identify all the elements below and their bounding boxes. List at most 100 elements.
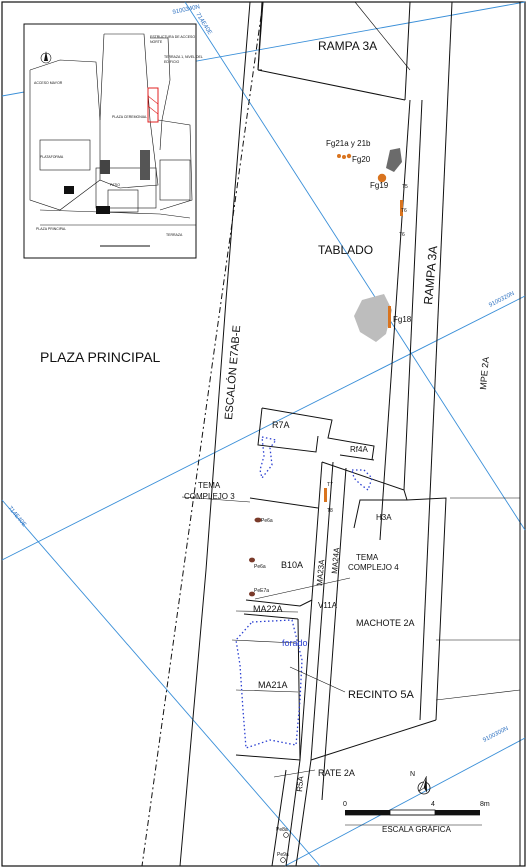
- scale-bar: [345, 809, 480, 816]
- north-label: N: [410, 771, 415, 778]
- label-fg18: Fg18: [393, 315, 412, 324]
- wall-r5a-mid: [285, 759, 301, 867]
- wall-ma23a-inner: [310, 461, 334, 761]
- label-b10a: B10A: [281, 560, 303, 570]
- inset-frame: [23, 23, 197, 259]
- inset-terraza: [150, 37, 171, 151]
- ma22a-line: [235, 610, 299, 613]
- label-rf4a: Rf4A: [350, 445, 368, 454]
- inset-label-4: EDIFICIO: [164, 60, 179, 64]
- wall-mpe-west: [419, 1, 453, 721]
- wall-ma24a-east: [321, 467, 347, 801]
- feature-fg21a: [337, 154, 341, 158]
- inset-west-outline: [29, 70, 101, 211]
- wall-r5a-west: [271, 769, 287, 867]
- leader-rate: [273, 769, 316, 778]
- feature-fg18: [388, 306, 391, 328]
- label-tablado: TABLADO: [318, 243, 373, 257]
- label-mpe: MPE 2A: [478, 356, 491, 390]
- inset-highlight-hatch-2: [147, 105, 159, 115]
- wall-machote-bottom: [310, 719, 437, 761]
- label-pe9a: Pe9a: [277, 852, 289, 858]
- label-rate: RATE 2A: [318, 768, 355, 778]
- wall-rf4a: [339, 454, 375, 461]
- wall-rampa-side-east: [403, 99, 423, 491]
- post-pe9a: [280, 857, 286, 863]
- inset-label-10: TERRAZA: [166, 233, 183, 237]
- inset-label-2: NORTE: [150, 40, 163, 44]
- label-ma22a: MA22A: [253, 604, 283, 614]
- inset-highlight-zone: [147, 87, 159, 123]
- dotted-outline-forado: [235, 619, 303, 749]
- inset-dark-block-2: [96, 206, 110, 214]
- label-rampa-top: RAMPA 3A: [318, 39, 377, 53]
- inset-west-wall: [29, 59, 101, 121]
- label-t8: T8: [327, 508, 333, 514]
- wall-r7a-top: [261, 407, 375, 461]
- inset-label-3: TERRAZA 1, NIVEL DEL: [164, 55, 203, 59]
- inset-plataforma: [39, 139, 91, 171]
- wall-machote-east: [406, 497, 447, 721]
- label-h3a: H3A: [376, 513, 392, 522]
- wall-ma22a-top: [245, 599, 313, 607]
- wall-rampa-side-west: [379, 99, 411, 541]
- feature-fg19: [377, 173, 387, 183]
- rampa-block-diagonal: [354, 1, 411, 71]
- grid-label-n-top: 9100340N: [172, 4, 200, 16]
- label-recinto: RECINTO 5A: [348, 689, 414, 701]
- post-pe6a: [254, 517, 262, 523]
- label-fg21: Fg21a y 21b: [326, 139, 371, 148]
- inset-east-block: [157, 119, 193, 211]
- rampa-block-bottom: [257, 69, 406, 101]
- leader-recinto: [289, 666, 346, 693]
- label-pe8a: Pe8a: [276, 827, 288, 833]
- feature-fg21b: [342, 155, 346, 159]
- inset-label-1: ESTRUCTURA DE ACCESO: [150, 35, 195, 39]
- post-pe8a: [283, 832, 289, 838]
- label-tema-4-line-2: COMPLEJO 4: [348, 563, 399, 572]
- scale-segment-3: [435, 810, 480, 815]
- inset-north-arrow-icon: [40, 51, 52, 64]
- label-tema-4-line-1: TEMA: [356, 553, 379, 562]
- scale-segment-1: [345, 810, 390, 815]
- leader-tema-4: [254, 577, 351, 600]
- scale-title: ESCALA GRÁFICA: [382, 825, 452, 834]
- label-t6: T6: [401, 208, 407, 214]
- label-fg20: Fg20: [352, 155, 371, 164]
- wall-ma23a-east: [299, 461, 323, 761]
- label-pe6a: Pe6a: [261, 518, 273, 524]
- dotted-outline-h3a: [351, 469, 373, 492]
- inset-plaza-ceremonial: [99, 33, 159, 189]
- inset-south-line: [39, 209, 191, 219]
- grid-line-n-bottom: [284, 737, 526, 867]
- grid-line-n-middle: [1, 295, 526, 561]
- label-v11a: V11A: [318, 601, 338, 610]
- wall-recinto: [235, 618, 301, 761]
- label-plaza-principal: PLAZA PRINCIPAL: [40, 349, 161, 365]
- label-tema-3-line-2: COMPLEJO 3: [184, 492, 235, 501]
- inset-label-7: PLATAFORMA: [40, 155, 64, 159]
- leader-tema-3: [181, 496, 251, 503]
- feature-dark-gray: [386, 148, 402, 172]
- inset-east-rect: [159, 159, 191, 201]
- feature-fg20: [346, 153, 352, 159]
- feature-t7: [324, 488, 327, 502]
- label-ma23a: MA23A: [315, 559, 326, 587]
- rampa-block-top: [263, 1, 411, 101]
- inset-dark-block-1: [64, 186, 74, 194]
- inset-patio: [95, 167, 157, 209]
- rampa-block-left: [257, 1, 264, 71]
- inset-dark-block-3: [100, 160, 110, 174]
- label-tema-3-line-1: TEMA: [198, 481, 221, 490]
- wall-escalon-west: [179, 1, 251, 867]
- label-ma21a: MA21A: [258, 680, 288, 690]
- grid-line-e-diagonal-lower: [1, 499, 321, 867]
- scale-tick-0: 0: [343, 801, 347, 808]
- label-pe7a: PeE7a: [254, 588, 269, 594]
- north-arrow-icon: [417, 776, 431, 795]
- inset-label-6: ACCESO MAYOR: [34, 81, 63, 85]
- label-fg19: Fg19: [370, 181, 389, 190]
- wall-tema-3: [249, 497, 319, 509]
- post-pe7a: [249, 591, 255, 597]
